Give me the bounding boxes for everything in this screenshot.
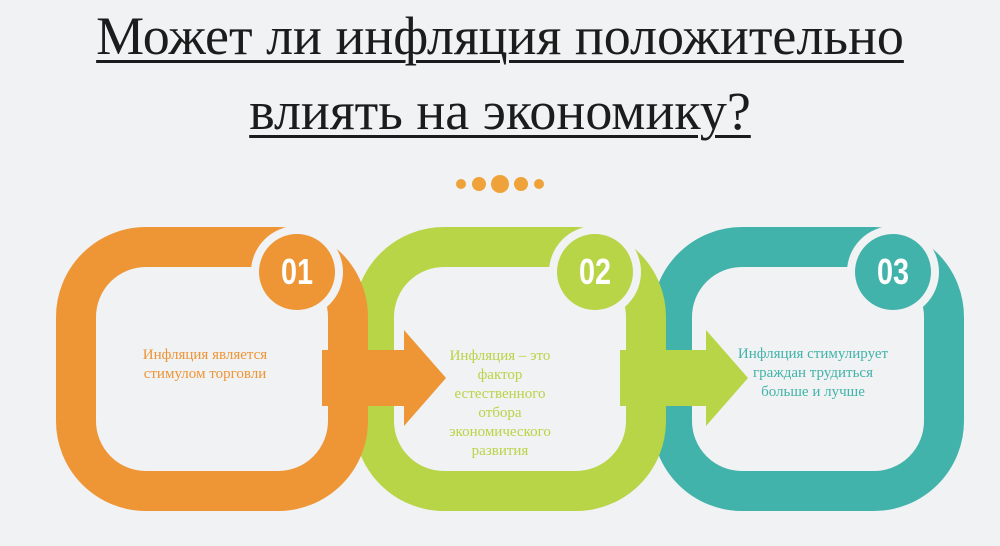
step-2-badge bbox=[549, 226, 641, 318]
step-2-text: Инфляция – это фактор естественного отбо… bbox=[449, 348, 551, 459]
step-1-loop bbox=[56, 227, 368, 511]
dot bbox=[456, 179, 466, 189]
step-3-number: 03 bbox=[876, 251, 910, 292]
dot bbox=[472, 177, 486, 191]
step-3-badge bbox=[847, 226, 939, 318]
step-2-number: 02 bbox=[578, 251, 612, 292]
decorative-dots bbox=[456, 175, 544, 193]
dot bbox=[514, 177, 528, 191]
step-1-text: Инфляция является стимулом торговли bbox=[142, 347, 268, 382]
page-title-line-1: Может ли инфляция положительно bbox=[96, 6, 904, 66]
step-1-badge bbox=[251, 226, 343, 318]
step-1-number: 01 bbox=[280, 251, 314, 292]
dot bbox=[534, 179, 544, 189]
page-title-line-2: влиять на экономику? bbox=[249, 81, 751, 141]
dot bbox=[491, 175, 509, 193]
step-3-text: Инфляция стимулирует граждан трудиться б… bbox=[737, 346, 889, 400]
